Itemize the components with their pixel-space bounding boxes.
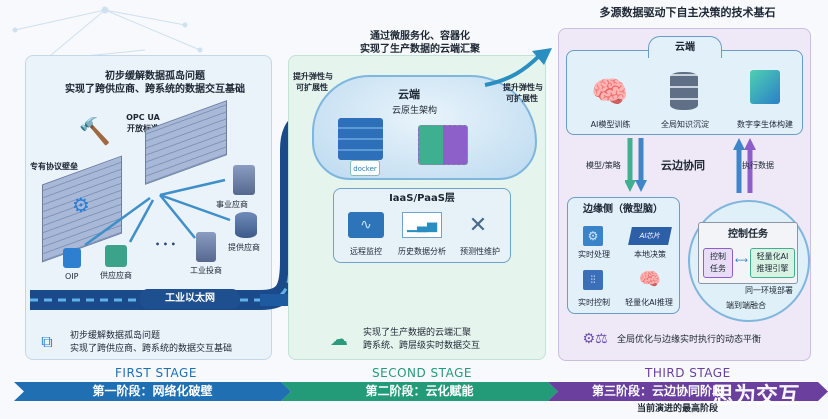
stage3-title: 多源数据驱动下自主决策的技术基石 — [599, 6, 776, 19]
zoom-note: 同一环境部署 — [745, 286, 793, 295]
cloud-network-icon: ☁ — [330, 328, 348, 350]
stage3-bottom: 全局优化与边缘实时执行的动态平衡 — [617, 335, 762, 345]
processor-icon: ⚙ — [583, 226, 603, 246]
node-label-2: 提供应商 — [228, 243, 260, 252]
stage1-top-text-1: 初步缓解数据孤岛问题 — [105, 71, 205, 82]
down-label: 模型/策略 — [586, 161, 621, 170]
tools-icon: ✕ — [468, 212, 488, 238]
stage2-top-text-1: 通过微服务化、容器化 — [370, 31, 470, 42]
zoom-right-2: 推理引擎 — [756, 264, 789, 273]
edge-item-2: 本地决策 — [634, 250, 666, 259]
zoom-loop: 端到端融合 — [726, 301, 766, 310]
edge-item-4: 轻量化AI推理 — [625, 298, 673, 307]
zoom-right-1: 轻量化AI — [756, 252, 789, 261]
zoom-title: 控制任务 — [728, 229, 768, 240]
stage3-sub: 当前演进的最高阶段 — [637, 404, 719, 414]
gear-icon: ⚙ — [72, 193, 90, 217]
right-note-2: 可扩展性 — [506, 94, 538, 103]
brain-icon: 🧠 — [591, 74, 629, 110]
stage1-en-label: FIRST STAGE — [115, 366, 197, 380]
broken-wall-icon: ⧉ — [41, 332, 53, 351]
edge-item-3: 实时控制 — [578, 298, 610, 307]
control-task-box — [703, 248, 733, 278]
node-label-5: OIP — [65, 272, 79, 281]
stage2-top-text-2: 实现了生产数据的云端汇聚 — [360, 44, 480, 55]
database-icon — [670, 72, 698, 110]
sync-label: 云边协同 — [661, 159, 705, 172]
edge-box — [567, 197, 680, 314]
stage1-bottom-2: 实现了跨供应商、跨系统的数据交互基础 — [70, 344, 233, 354]
node-label-1: 事业应商 — [216, 200, 248, 209]
analytics-icon: ▁▃▅ — [402, 212, 442, 238]
ai-chip-icon: AI芯片 — [628, 227, 672, 245]
stage3-banner: 第三阶段：云边协同阶段 — [548, 382, 828, 401]
stage1-bottom-1: 初步缓解数据孤岛问题 — [70, 331, 161, 341]
ellipsis: • • • — [155, 240, 176, 249]
server-icon — [233, 165, 255, 195]
opc-ua-label: OPC UA — [126, 113, 160, 122]
opc-ua-sub: 开放标准 — [127, 124, 159, 133]
left-note-1: 提升弹性与 — [293, 72, 333, 81]
database-icon — [235, 212, 257, 238]
stage2-en-label: SECOND STAGE — [372, 366, 472, 380]
stage1-banner: 第一阶段：网络化破壁 — [14, 382, 291, 401]
supplier-box-icon — [105, 245, 127, 267]
cloud-box-title: 云端 — [648, 36, 722, 58]
inference-engine-box — [750, 248, 795, 278]
stage2-bottom-2: 跨系统、跨层级实时数据交互 — [363, 341, 481, 351]
node-label-3: 工业投商 — [190, 266, 222, 275]
layer-item-3: 预测性维护 — [460, 247, 500, 256]
server-stack-icon — [338, 118, 383, 160]
ethernet-label: 工业以太网 — [140, 289, 240, 309]
layer-item-1: 远程监控 — [350, 247, 382, 256]
control-sliders-icon: ⫶⫶ — [583, 270, 603, 290]
zoom-left-2: 任务 — [710, 264, 726, 273]
edge-title: 边缘侧（微型脑） — [583, 204, 663, 215]
edge-item-1: 实时处理 — [578, 250, 610, 259]
balance-gears-icon: ⚙⚖ — [582, 331, 608, 347]
layer-title: IaaS/PaaS层 — [389, 193, 455, 204]
device-icon — [63, 248, 81, 268]
cloud-item-3: 数字孪生体构建 — [737, 120, 793, 129]
light-brain-icon: 🧠 — [638, 268, 662, 290]
left-note-2: 可扩展性 — [296, 83, 328, 92]
layer-item-2: 历史数据分析 — [398, 247, 446, 256]
barrier-label: 专有协议壁垒 — [30, 162, 78, 171]
docker-logo: docker — [350, 160, 380, 176]
stage2-banner: 第二阶段：云化赋能 — [281, 382, 558, 401]
zoom-left-1: 控制 — [710, 252, 726, 261]
rack-server-icon — [196, 232, 216, 262]
watermark: 思为交互 — [712, 384, 801, 409]
stage2-bottom-1: 实现了生产数据的云端汇聚 — [363, 328, 472, 338]
node-label-4: 供应应商 — [100, 271, 132, 280]
cloud-item-2: 全局知识沉淀 — [661, 120, 709, 129]
container-cubes-icon — [418, 125, 468, 165]
stage1-top-text-2: 实现了跨供应商、跨系统的数据交互基础 — [65, 84, 245, 95]
cloud-item-1: AI模型训练 — [590, 120, 631, 129]
right-note-1: 提升弹性与 — [503, 83, 543, 92]
cloud-title: 云端 — [398, 88, 420, 101]
connection-arrows — [84, 178, 231, 247]
hammer-icon: 🔨 — [78, 117, 112, 147]
cloud-subtitle: 云原生架构 — [392, 106, 438, 116]
growth-arrow-icon — [484, 48, 552, 87]
monitor-icon: ∿ — [348, 212, 384, 238]
bidirectional-arrow-icon: ⟷ — [735, 256, 748, 266]
digital-twin-icon — [750, 70, 780, 104]
stage3-en-label: THIRD STAGE — [645, 366, 731, 380]
up-label: 执行数据 — [742, 161, 774, 170]
sync-arrows — [625, 138, 756, 193]
